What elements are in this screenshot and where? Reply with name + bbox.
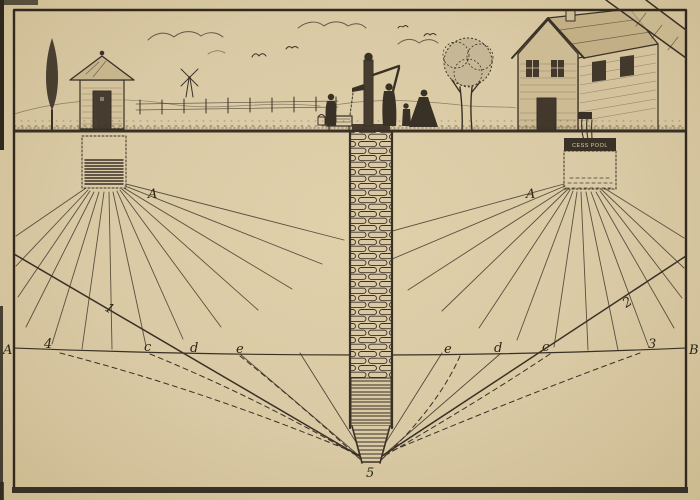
label-plume-left: A [147,187,157,202]
villager-with-pail [317,93,337,126]
waste-outlet [578,112,592,119]
scene: CESS POOL [15,11,685,481]
cypress-tree [46,38,58,130]
label-wt-e-right: e [444,342,452,357]
pump-platform [352,124,390,130]
privy-vault [81,135,127,189]
villagers [317,66,438,127]
privy-building [69,50,135,130]
border-bottom-heavy [12,487,688,493]
cesspool-label: CESS POOL [572,143,608,149]
label-wt-d-left: d [190,341,198,356]
stone-lining [350,132,392,378]
house-door [536,97,557,131]
pump-post [363,59,374,127]
bird-icon [251,53,267,58]
seepage-fan-left [15,183,345,350]
leafy-tree [442,37,494,131]
cesspool: CESS POOL [563,138,617,190]
label-point-4: 4 [43,337,52,352]
window [592,60,606,82]
label-wt-c-right: c [542,340,550,355]
pump-handle [371,64,401,77]
label-wt-c-left: c [144,340,152,355]
label-edge-a: A [2,343,12,358]
window [620,55,634,77]
chimney [565,11,576,22]
page-edge-artifacts [0,0,38,500]
bird-icon [285,46,299,50]
fence [135,96,339,115]
seepage-fan-right [355,183,685,351]
pump-spout [352,84,364,92]
trough [325,115,353,127]
cloud [297,21,367,29]
flow-line-1 [15,253,367,461]
label-edge-b: B [688,343,699,358]
flow-line-2 [375,255,685,461]
windmill [180,68,199,98]
label-plume-right: A [525,187,535,202]
label-wt-d-right: d [494,341,502,356]
villager-woman [409,89,438,127]
pail [317,116,326,126]
label-point-3: 3 [648,337,656,352]
cloud [207,50,226,55]
bird-icon [397,25,409,29]
corner-roof-lines [605,0,687,59]
bird-icon [423,33,437,37]
label-well-5: 5 [366,466,374,481]
label-flow-line-1: 1 [102,300,117,317]
pump-cap [364,52,373,62]
house-gable [517,19,579,131]
cloud [147,31,224,41]
well-shaft [348,130,394,464]
pump-group [325,52,401,132]
child [402,103,411,126]
villager-pumping [382,66,401,126]
label-wt-e-left: e [236,342,244,357]
cloud [397,38,439,45]
flow-lines-extra [239,352,501,461]
